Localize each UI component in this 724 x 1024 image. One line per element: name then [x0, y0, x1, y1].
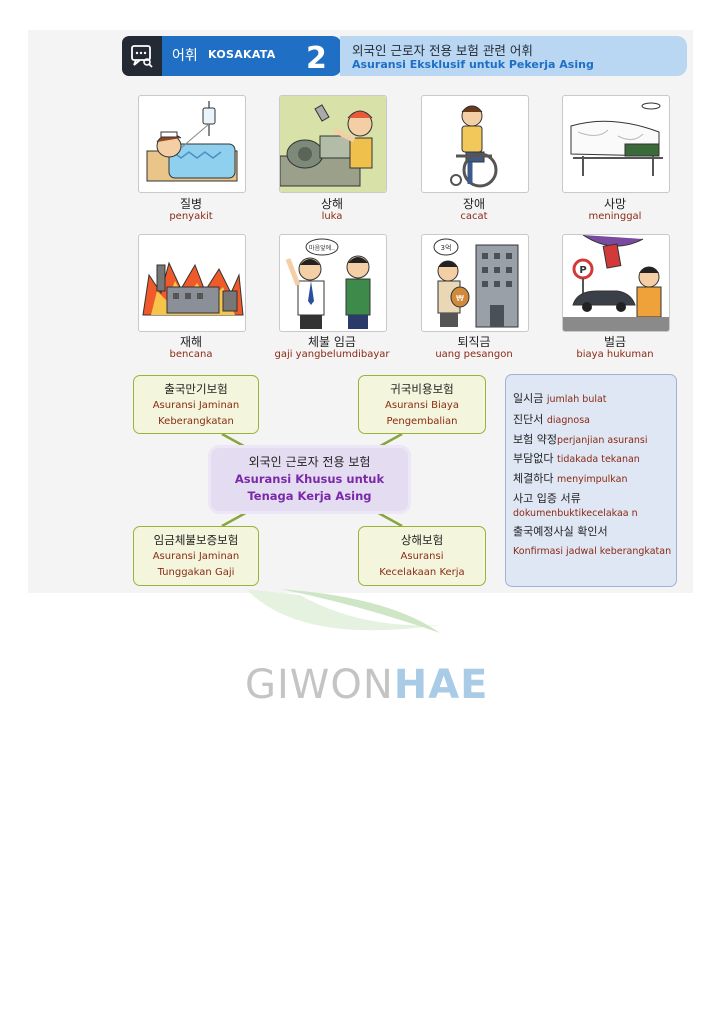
vocab-ko: 체불 임금: [308, 335, 356, 349]
node-title-id: Asuransi: [400, 551, 444, 562]
vocab-id: luka: [321, 211, 343, 222]
vocab-id: cacat: [460, 211, 488, 222]
glossary-item: 체결하다 menyimpulkan: [513, 472, 628, 485]
node-title-id: Keberangkatan: [158, 416, 234, 427]
vocab-id: bencana: [169, 349, 213, 360]
center-title-ko: 외국인 근로자 전용 보험: [248, 455, 371, 469]
node-title-id: Asuransi Jaminan: [152, 400, 240, 411]
glossary-item-translation: Konfirmasi jadwal keberangkatan: [513, 546, 672, 557]
money-bag-text: ₩: [456, 294, 464, 303]
node-title-id: Asuransi Biaya: [385, 400, 459, 411]
watermark-logo-swoosh: [246, 589, 440, 633]
mindmap-node-return-cost-insurance: 귀국비용보험 Asuransi Biaya Pengembalian: [358, 375, 486, 434]
node-title-ko: 귀국비용보험: [390, 382, 454, 396]
node-title-id: Tunggakan Gaji: [157, 567, 235, 578]
vocab-id: biaya hukuman: [576, 349, 654, 360]
vocab-ko: 장애: [462, 197, 486, 211]
vocab-ko: 상해: [320, 197, 344, 211]
section-tab: 어휘 KOSAKATA 2: [162, 36, 342, 76]
vocab-id: uang pesangon: [435, 349, 513, 360]
illustration-disabled: [421, 95, 529, 193]
thought-bubble-text: 3억: [441, 244, 452, 252]
vocab-ko: 질병: [179, 197, 203, 211]
watermark-logo: GIWONHAE: [245, 662, 489, 708]
node-title-ko: 상해보험: [400, 533, 444, 547]
mindmap-node-departure-insurance: 출국만기보험 Asuransi Jaminan Keberangkatan: [133, 375, 259, 434]
section-title-bar: 외국인 근로자 전용 보험 관련 어휘 Asuransi Eksklusif u…: [340, 36, 687, 76]
vocab-id: meninggal: [588, 211, 642, 222]
illustration-unpaid-wages: 마음앞에..: [279, 234, 387, 332]
illustration-sick-person: [138, 95, 246, 193]
glossary-item-translation: dokumenbuktikecelakaa n: [513, 508, 638, 519]
vocab-id: penyakit: [169, 211, 213, 222]
center-title-id: Tenaga Kerja Asing: [247, 489, 372, 503]
illustration-injury: [279, 95, 387, 193]
node-title-id: Pengembalian: [386, 416, 458, 427]
section-number: 2: [306, 41, 327, 76]
glossary-box: 일시금 jumlah bulat 진단서 diagnosa 보험 약정perja…: [505, 374, 677, 587]
node-title-ko: 출국만기보험: [164, 382, 228, 396]
glossary-item: 진단서 diagnosa: [513, 413, 591, 426]
vocabulary-icon-tab: [122, 36, 162, 76]
chat-search-icon: [131, 45, 153, 68]
vocab-ko: 사망: [603, 197, 627, 211]
mindmap-node-accident-insurance: 상해보험 Asuransi Kecelakaan Kerja: [358, 526, 486, 586]
section-label-ko: 어휘: [172, 48, 198, 64]
node-title-ko: 임금체불보증보험: [153, 533, 239, 547]
speech-bubble-text: 마음앞에..: [309, 244, 335, 252]
svg-text:P: P: [579, 265, 586, 276]
section-label-id: KOSAKATA: [208, 48, 276, 61]
glossary-item: 사고 입증 서류: [513, 492, 581, 505]
glossary-item: 일시금 jumlah bulat: [513, 392, 607, 405]
glossary-item: 출국예정사실 확인서: [513, 525, 608, 538]
vocab-ko: 퇴직금: [457, 335, 491, 349]
illustration-disaster: [138, 234, 246, 332]
center-title-id: Asuransi Khusus untuk: [234, 472, 385, 486]
vocab-ko: 재해: [179, 335, 203, 349]
vocab-id: gaji yangbelumdibayar: [274, 349, 390, 360]
vocab-ko: 벌금: [603, 335, 627, 349]
section-title-id: Asuransi Eksklusif untuk Pekerja Asing: [352, 58, 594, 71]
illustration-severance: 3억 ₩: [421, 234, 529, 332]
illustration-death: [562, 95, 670, 193]
glossary-item: 부담없다 tidakada tekanan: [513, 452, 640, 465]
mindmap-node-wage-guarantee-insurance: 임금체불보증보험 Asuransi Jaminan Tunggakan Gaji: [133, 526, 259, 586]
node-title-id: Asuransi Jaminan: [152, 551, 240, 562]
section-title-ko: 외국인 근로자 전용 보험 관련 어휘: [352, 43, 533, 58]
mindmap-center: 외국인 근로자 전용 보험 Asuransi Khusus untuk Tena…: [211, 448, 408, 511]
node-title-id: Kecelakaan Kerja: [379, 567, 465, 578]
glossary-item: 보험 약정perjanjian asuransi: [513, 433, 648, 446]
illustration-fine: P: [562, 234, 670, 332]
